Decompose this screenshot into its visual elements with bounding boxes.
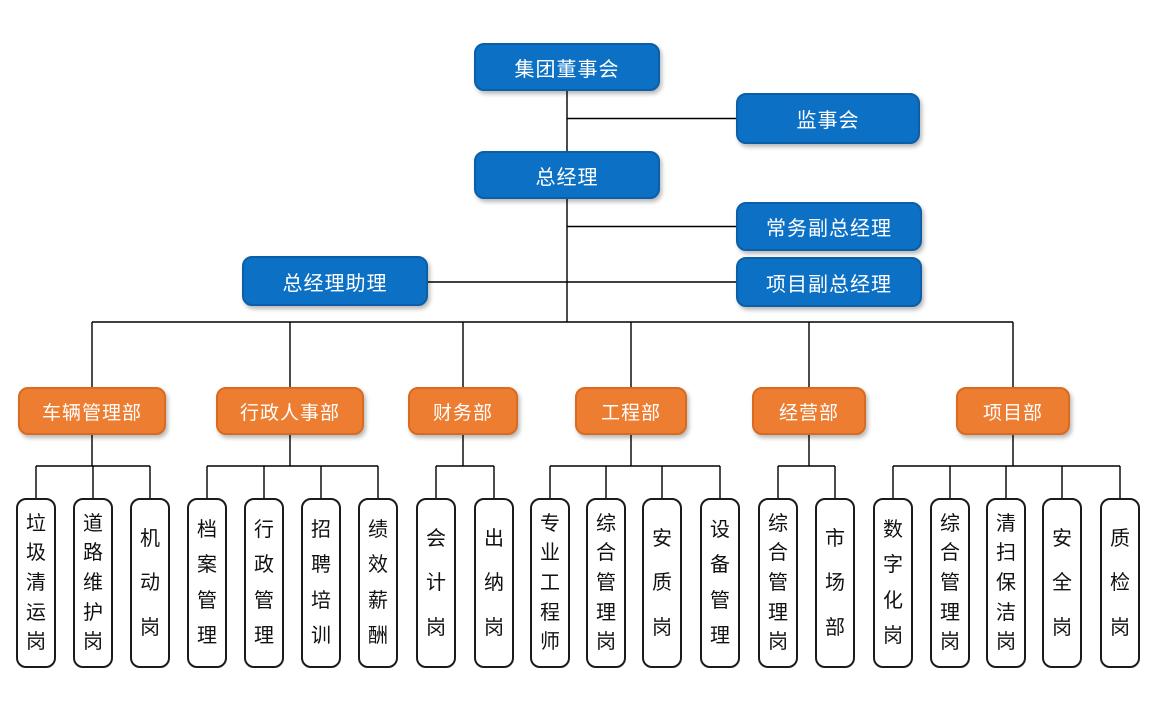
position-drop-lines — [35, 466, 1121, 498]
node-position: 市场部 — [815, 498, 855, 668]
node-dept-project: 项目部 — [956, 387, 1070, 435]
node-position: 数字化岗 — [873, 498, 913, 668]
node-general-manager: 总经理 — [474, 151, 660, 199]
node-position: 会计岗 — [416, 498, 456, 668]
node-position: 综合管理岗 — [930, 498, 970, 668]
node-position: 垃圾清运岗 — [16, 498, 56, 668]
node-position: 行政管理 — [244, 498, 284, 668]
node-dept-engineering: 工程部 — [575, 387, 687, 435]
node-position: 质检岗 — [1100, 498, 1140, 668]
node-dept-finance: 财务部 — [408, 387, 518, 435]
node-board: 集团董事会 — [474, 43, 660, 91]
node-gm-assistant: 总经理助理 — [242, 256, 428, 306]
node-position: 道路维护岗 — [73, 498, 113, 668]
node-position: 绩效薪酬 — [358, 498, 398, 668]
node-position: 招聘培训 — [301, 498, 341, 668]
node-position: 档案管理 — [187, 498, 227, 668]
node-executive-deputy-gm: 常务副总经理 — [736, 202, 922, 251]
node-position: 专业工程师 — [530, 498, 570, 668]
node-supervisory-board: 监事会 — [736, 93, 920, 144]
node-project-deputy-gm: 项目副总经理 — [736, 257, 922, 307]
node-position: 安质岗 — [642, 498, 682, 668]
node-position: 机动岗 — [130, 498, 170, 668]
node-position: 清扫保洁岗 — [986, 498, 1026, 668]
node-position: 设备管理 — [700, 498, 740, 668]
node-dept-vehicle-management: 车辆管理部 — [18, 387, 166, 435]
department-stub-lines — [91, 435, 1014, 466]
department-drop-lines — [91, 322, 1014, 387]
node-dept-admin-hr: 行政人事部 — [216, 387, 364, 435]
node-position: 综合管理岗 — [586, 498, 626, 668]
node-dept-operations: 经营部 — [752, 387, 866, 435]
node-position: 出纳岗 — [474, 498, 514, 668]
node-position: 综合管理岗 — [758, 498, 798, 668]
node-position: 安全岗 — [1042, 498, 1082, 668]
